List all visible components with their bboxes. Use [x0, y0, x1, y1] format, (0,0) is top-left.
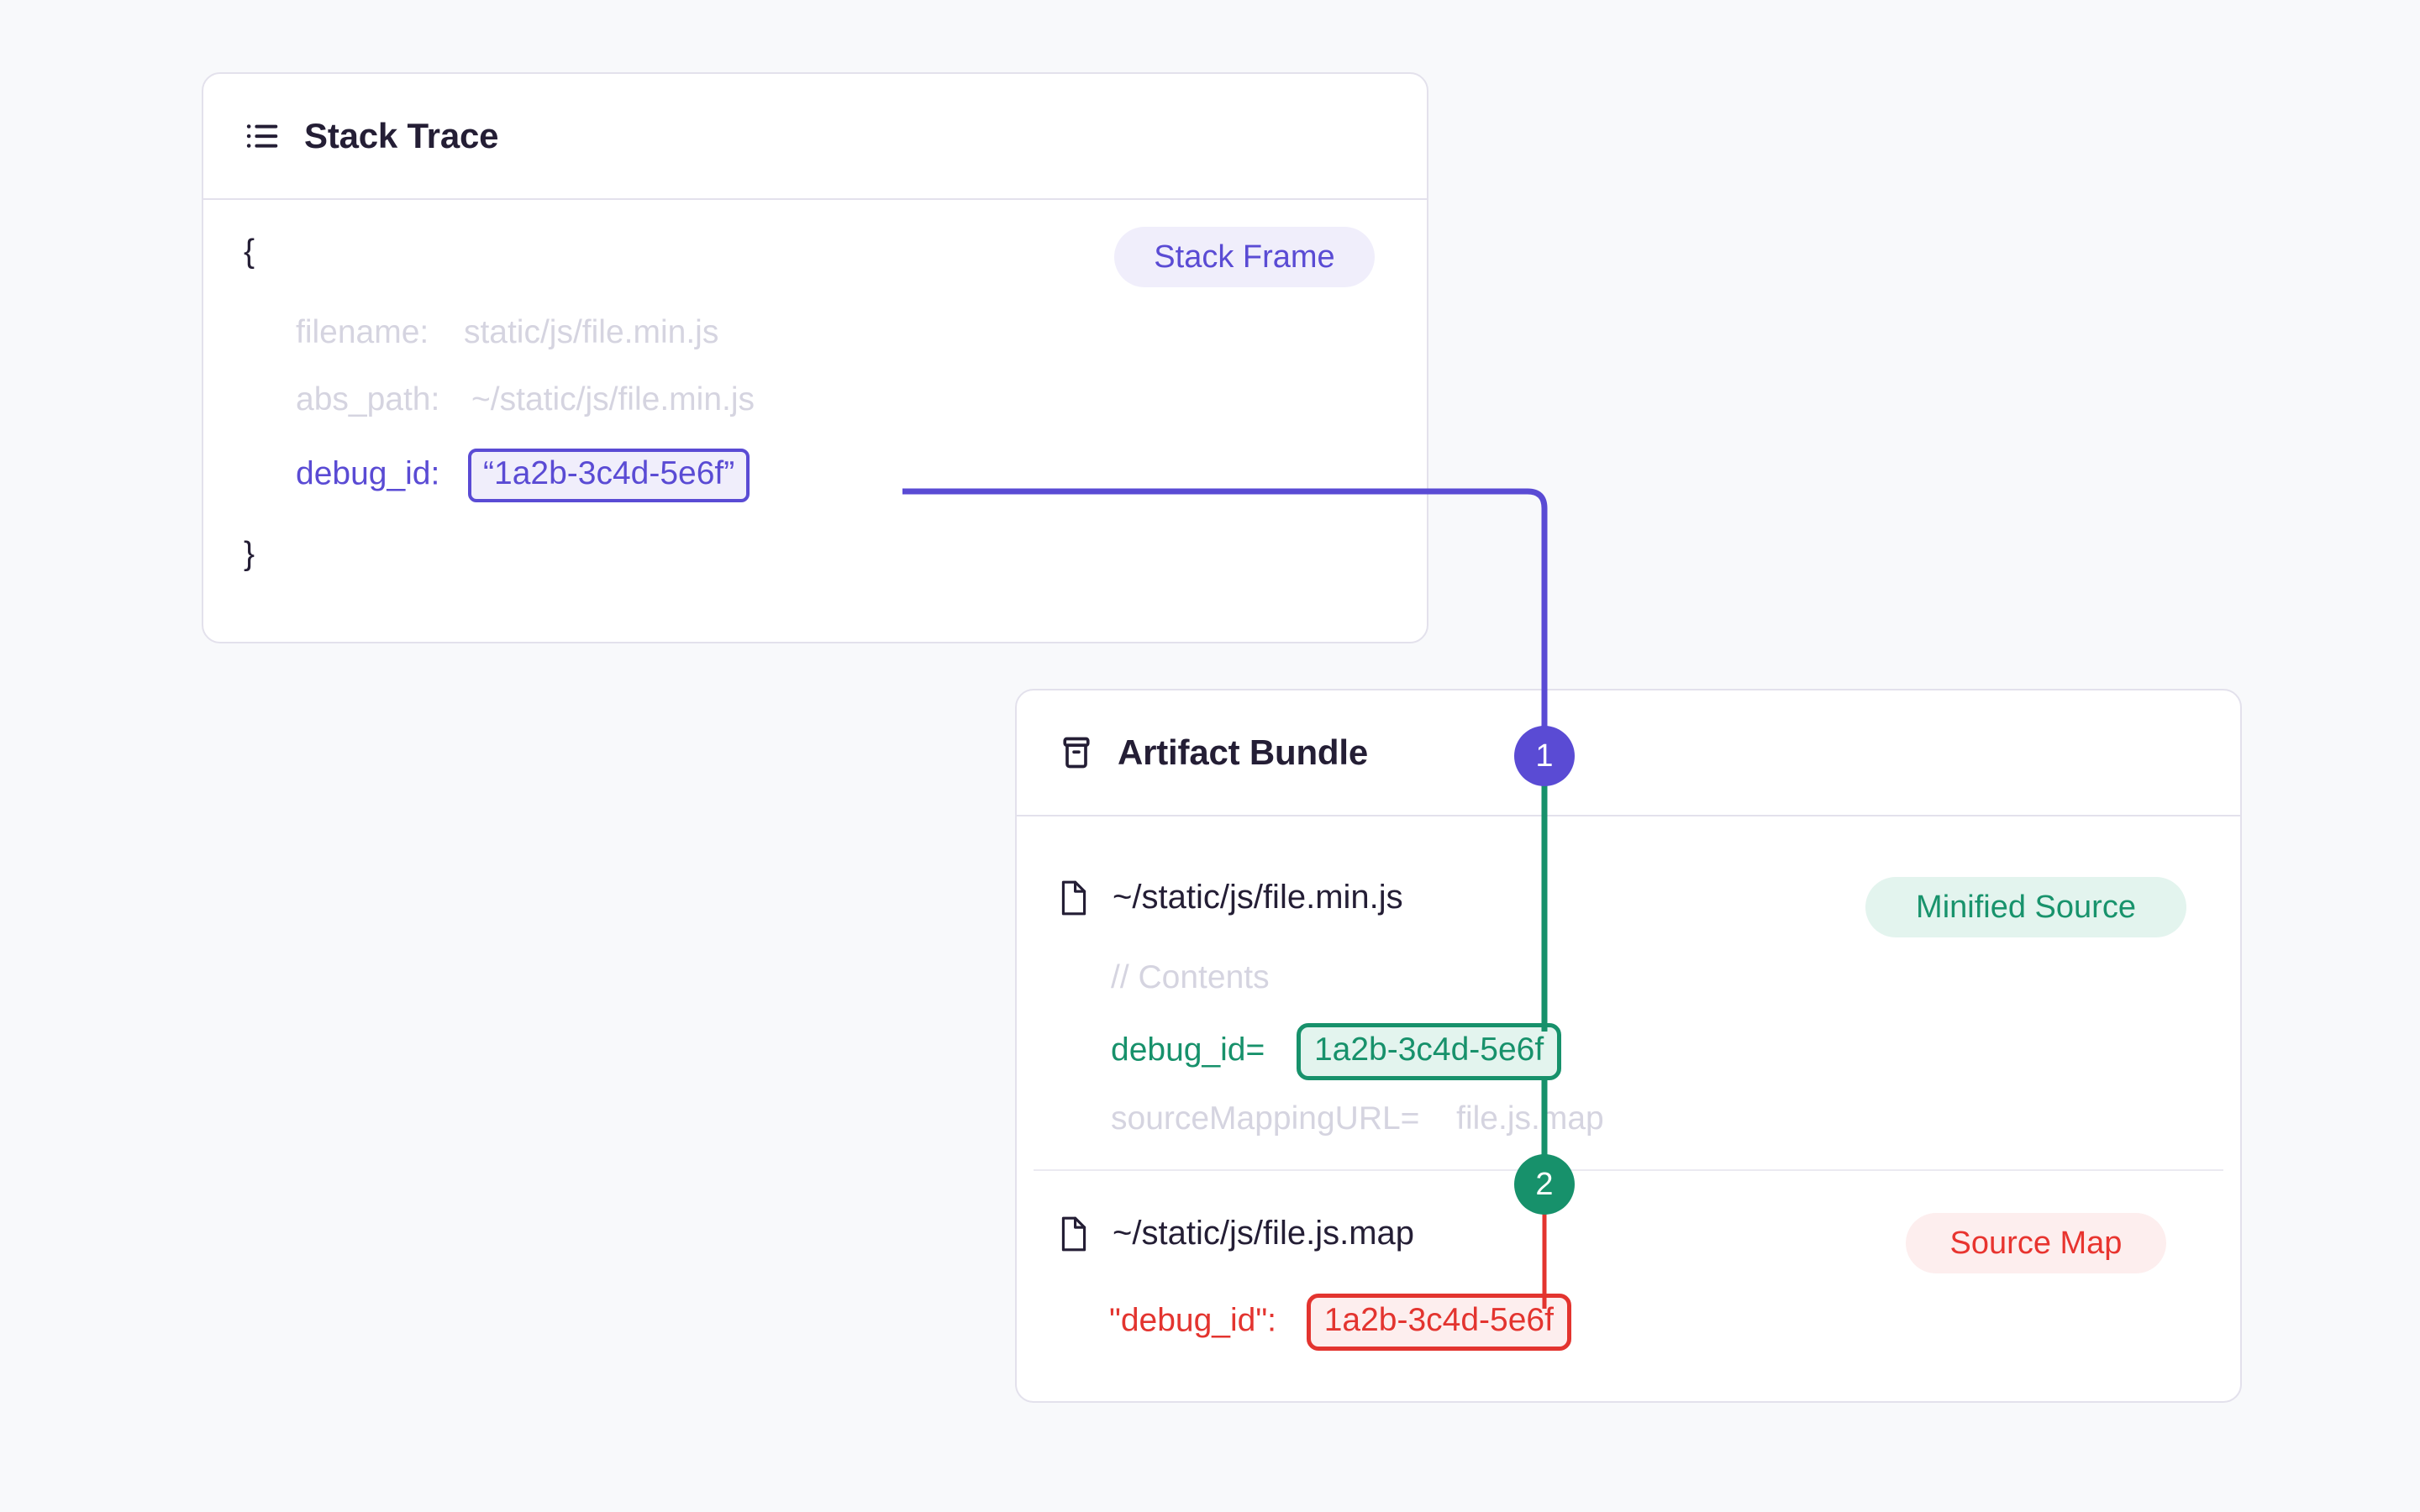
stack-trace-header: Stack Trace — [203, 74, 1427, 200]
artifact-line-debug-id: debug_id= 1a2b-3c4d-5e6f — [1111, 1023, 1562, 1080]
source-map-badge: Source Map — [1906, 1213, 2166, 1273]
step-marker-1: 1 — [1514, 726, 1575, 786]
minified-source-badge: Minified Source — [1865, 877, 2186, 937]
sourcemap-debug-id-key: "debug_id": — [1109, 1302, 1277, 1339]
artifact-line-contents: // Contents — [1111, 959, 1270, 995]
step-marker-2: 2 — [1514, 1154, 1575, 1215]
artifact-file-name-sourcemap: ~/static/js/file.js.map — [1113, 1215, 1415, 1252]
field-filename: filename: static/js/file.min.js — [296, 314, 718, 351]
artifact-debug-id-value[interactable]: 1a2b-3c4d-5e6f — [1296, 1023, 1562, 1080]
stack-trace-title: Stack Trace — [304, 116, 499, 155]
artifact-bundle-title: Artifact Bundle — [1118, 732, 1369, 772]
artifact-row-divider — [1034, 1169, 2223, 1171]
field-debug-id-key: debug_id: — [296, 455, 440, 492]
artifact-debug-id-key: debug_id= — [1111, 1032, 1265, 1068]
close-brace: } — [244, 536, 255, 572]
file-icon — [1057, 879, 1091, 916]
list-icon — [244, 117, 282, 155]
artifact-line-sourcemapping-url: sourceMappingURL= file.js.map — [1111, 1100, 1604, 1137]
artifact-sourcemapping-value: file.js.map — [1456, 1100, 1604, 1137]
open-brace: { — [244, 234, 255, 270]
field-filename-value: static/js/file.min.js — [463, 314, 719, 350]
artifact-file-row-minified[interactable]: ~/static/js/file.min.js — [1057, 879, 1403, 916]
field-abs-path-key: abs_path: — [296, 381, 440, 417]
stack-frame-badge: Stack Frame — [1114, 227, 1375, 287]
field-abs-path-value: ~/static/js/file.min.js — [471, 381, 755, 417]
field-debug-id: debug_id: “1a2b-3c4d-5e6f” — [296, 449, 750, 502]
field-filename-key: filename: — [296, 314, 429, 350]
artifact-sourcemapping-key: sourceMappingURL= — [1111, 1100, 1420, 1137]
stack-trace-debug-id-value[interactable]: “1a2b-3c4d-5e6f” — [468, 449, 750, 502]
artifact-file-row-sourcemap[interactable]: ~/static/js/file.js.map — [1057, 1215, 1414, 1252]
sourcemap-line-debug-id: "debug_id": 1a2b-3c4d-5e6f — [1109, 1294, 1571, 1351]
sourcemap-debug-id-value[interactable]: 1a2b-3c4d-5e6f — [1306, 1294, 1571, 1351]
artifact-file-name-minified: ~/static/js/file.min.js — [1113, 879, 1403, 916]
archive-icon — [1057, 733, 1096, 772]
stack-trace-card: Stack Trace { Stack Frame filename: stat… — [202, 72, 1428, 643]
file-icon — [1057, 1215, 1091, 1252]
artifact-bundle-header: Artifact Bundle — [1017, 690, 2240, 816]
field-abs-path: abs_path: ~/static/js/file.min.js — [296, 381, 755, 418]
artifact-bundle-card: Artifact Bundle ~/static/js/file.min.js … — [1015, 689, 2242, 1403]
